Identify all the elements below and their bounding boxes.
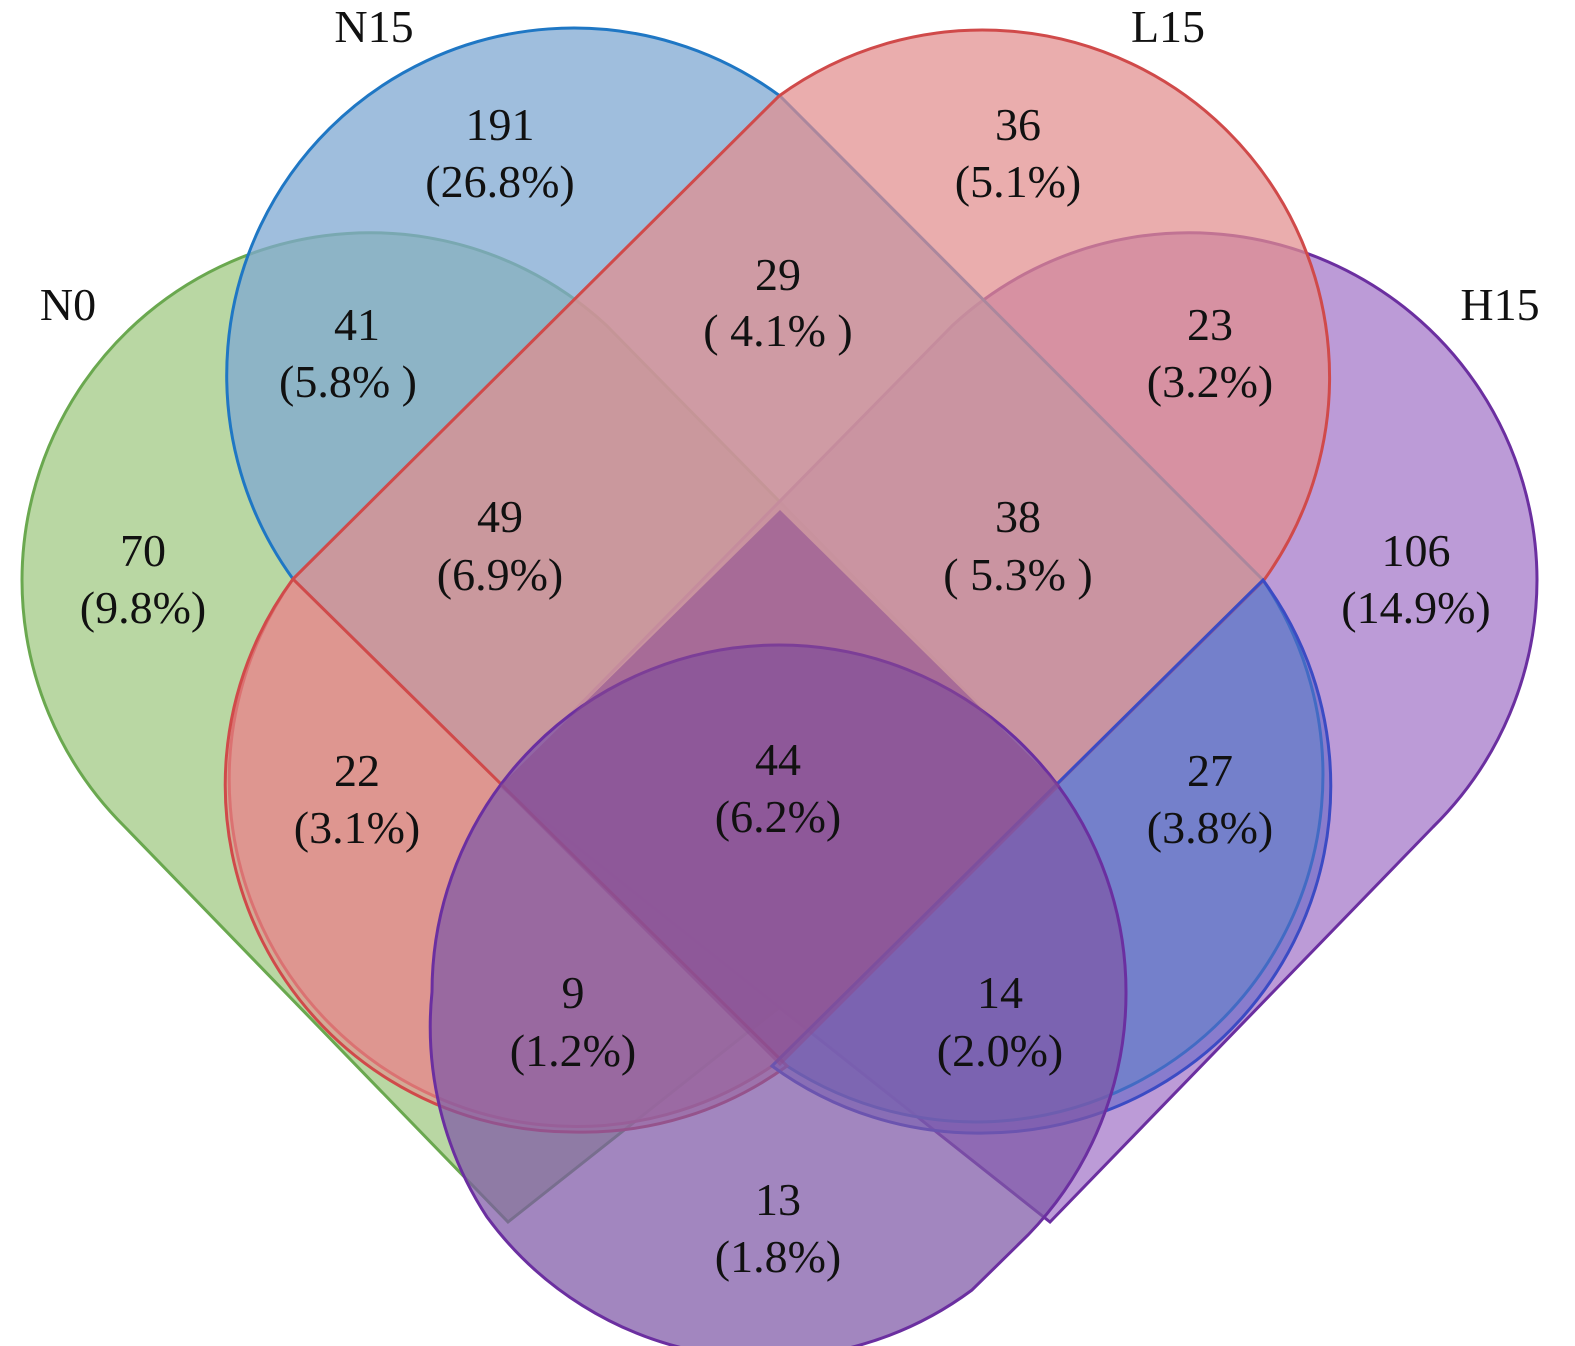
region-n0-l15-h15: 9 (1.2%) xyxy=(510,967,636,1076)
region-n0-n15-l15: 49 (6.9%) xyxy=(437,491,563,600)
region-count: 41 xyxy=(334,299,380,350)
region-percent: (14.9%) xyxy=(1341,582,1490,633)
set-label-l15: L15 xyxy=(1131,1,1205,52)
set-label-h15: H15 xyxy=(1460,279,1539,330)
region-count: 70 xyxy=(120,525,166,576)
region-count: 14 xyxy=(977,967,1023,1018)
region-count: 38 xyxy=(995,491,1041,542)
region-n15-l15: 29 ( 4.1% ) xyxy=(703,249,852,356)
region-percent: (5.8% ) xyxy=(279,356,417,407)
set-label-n15: N15 xyxy=(334,1,413,52)
region-percent: ( 4.1% ) xyxy=(703,305,852,356)
region-n0-l15: 22 (3.1%) xyxy=(294,745,420,853)
region-percent: (2.0%) xyxy=(937,1025,1063,1076)
center-overlap xyxy=(500,510,1060,1066)
region-count: 49 xyxy=(477,491,523,542)
region-count: 36 xyxy=(995,99,1041,150)
region-count: 106 xyxy=(1382,525,1451,576)
region-percent: (9.8%) xyxy=(80,582,206,633)
region-count: 13 xyxy=(755,1174,801,1225)
region-n15-l15-h15: 38 ( 5.3% ) xyxy=(943,491,1092,600)
region-h15-only: 106 (14.9%) xyxy=(1341,525,1490,633)
region-count: 44 xyxy=(755,734,801,785)
region-percent: (1.8%) xyxy=(715,1231,841,1282)
region-n0-only: 70 (9.8%) xyxy=(80,525,206,633)
region-percent: (5.1%) xyxy=(955,156,1081,207)
region-percent: (3.2%) xyxy=(1147,356,1273,407)
region-n0-n15: 41 (5.8% ) xyxy=(279,299,417,407)
set-label-n0: N0 xyxy=(40,279,96,330)
region-count: 191 xyxy=(466,99,535,150)
region-count: 23 xyxy=(1187,299,1233,350)
region-count: 9 xyxy=(562,967,585,1018)
region-percent: (3.1%) xyxy=(294,802,420,853)
region-percent: (6.2%) xyxy=(715,791,841,842)
region-l15-only: 36 (5.1%) xyxy=(955,99,1081,207)
region-n15-only: 191 (26.8%) xyxy=(425,99,574,207)
region-n0-h15: 13 (1.8%) xyxy=(715,1174,841,1282)
region-percent: (3.8%) xyxy=(1147,802,1273,853)
region-count: 22 xyxy=(334,745,380,796)
region-count: 27 xyxy=(1187,745,1233,796)
region-percent: (6.9%) xyxy=(437,549,563,600)
region-percent: (1.2%) xyxy=(510,1025,636,1076)
region-count: 29 xyxy=(755,249,801,300)
region-percent: (26.8%) xyxy=(425,156,574,207)
region-n15-h15: 27 (3.8%) xyxy=(1147,745,1273,853)
region-l15-h15: 23 (3.2%) xyxy=(1147,299,1273,407)
region-percent: ( 5.3% ) xyxy=(943,549,1092,600)
region-all-four: 44 (6.2%) xyxy=(715,734,841,842)
region-n0-n15-h15: 14 (2.0%) xyxy=(937,967,1063,1076)
